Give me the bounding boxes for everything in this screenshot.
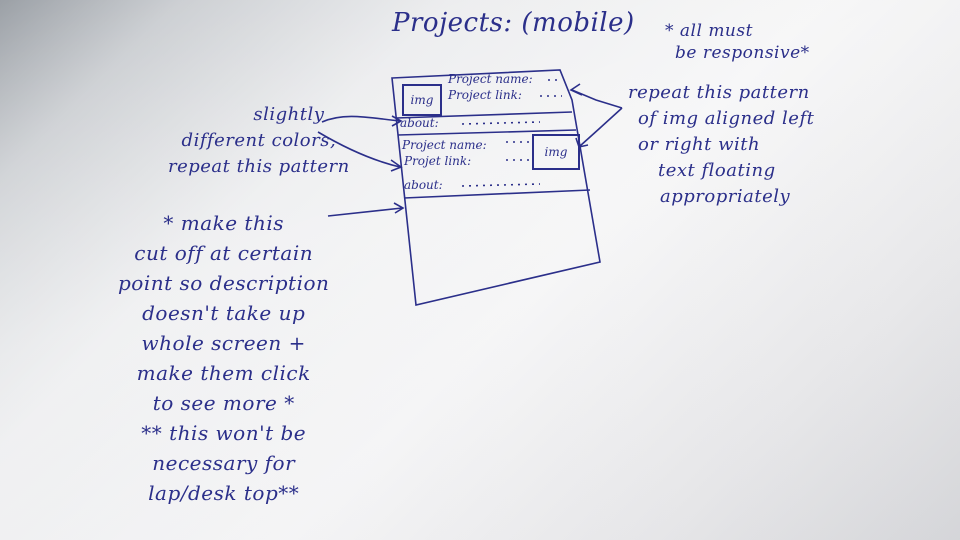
responsive-note: * all must be responsive* [665,20,810,64]
card1-img-placeholder: img [402,84,442,116]
alignment-note: repeat this pattern of img aligned left … [628,80,814,210]
card2-img-placeholder: img [532,134,580,170]
arrow-bottom [327,207,403,217]
colors-note: slightly different colors, repeat this p… [168,102,350,180]
note-line: or right with [638,134,761,155]
note-line: text floating [658,160,776,181]
note-line: make them click [136,361,311,385]
note-line: cut off at certain [134,241,314,265]
note-line: doesn't take up [142,301,306,325]
card2-project-name: Project name: [402,138,487,152]
note-line: point so description [118,271,330,295]
arrow-left-1-head [391,115,403,127]
arrow-right-head-1 [569,83,583,96]
note-line: slightly [253,104,325,125]
card2-about: about: [404,178,443,192]
note-line: be responsive* [675,43,810,63]
note-line: repeat this pattern [628,82,810,103]
card2-project-link: Projet link: [404,154,472,168]
divider-3 [403,189,591,199]
note-line: appropriately [660,186,791,207]
note-line: lap/desk top** [148,481,300,505]
note-line: necessary for [152,451,296,475]
dotted-line [461,79,562,187]
note-line: repeat this pattern [168,156,350,177]
divider-2 [397,129,577,136]
note-line: * all must [665,21,753,41]
cutoff-note: * make this cut off at certain point so … [118,208,329,508]
card1-about: about: [400,116,439,130]
divider-1 [395,111,573,119]
note-line: to see more * [152,391,295,415]
arrow-bottom-head [393,202,405,214]
arrow-left-2-head [390,159,403,172]
note-line: different colors, [181,130,337,151]
page-title: Projects: (mobile) [392,8,635,38]
note-line: of img aligned left [638,108,815,129]
card1-project-link: Project link: [448,88,522,102]
note-line: whole screen + [141,331,306,355]
phone-outline [391,69,601,306]
arrow-left-2 [317,131,401,168]
note-line: * make this [163,211,285,235]
note-line: ** this won't be [141,421,307,445]
arrow-left-1 [321,115,401,123]
card1-project-name: Project name: [448,72,533,86]
